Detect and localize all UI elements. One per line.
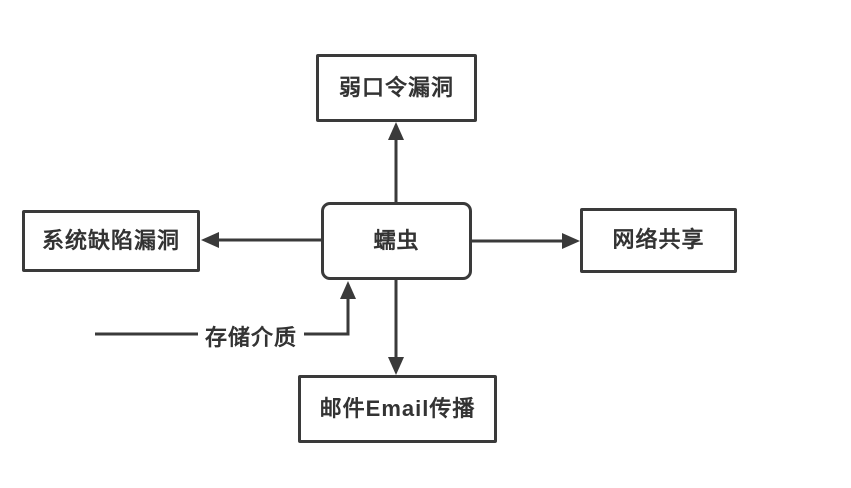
arrow-worm-to-network-share [472, 233, 580, 249]
node-label: 邮件Email传播 [319, 395, 476, 421]
arrow-worm-to-system-flaw [201, 232, 321, 248]
node-label: 系统缺陷漏洞 [41, 227, 180, 253]
node-label: 网络共享 [612, 227, 705, 253]
arrow-worm-to-email [388, 280, 404, 375]
node-label: 弱口令漏洞 [338, 74, 454, 100]
node-worm[interactable]: 蠕虫 [321, 202, 472, 280]
node-system-flaw-vulnerability[interactable]: 系统缺陷漏洞 [22, 210, 200, 272]
node-weak-password-vulnerability[interactable]: 弱口令漏洞 [316, 54, 477, 122]
node-network-share[interactable]: 网络共享 [580, 208, 737, 273]
arrow-worm-to-weak-password [388, 122, 404, 202]
node-label: 蠕虫 [373, 227, 420, 253]
node-email-propagation[interactable]: 邮件Email传播 [298, 375, 497, 443]
arrow-storage-media-to-worm [95, 281, 356, 336]
node-label: 存储介质 [204, 325, 297, 350]
label-storage-media: 存储介质 [198, 320, 304, 352]
